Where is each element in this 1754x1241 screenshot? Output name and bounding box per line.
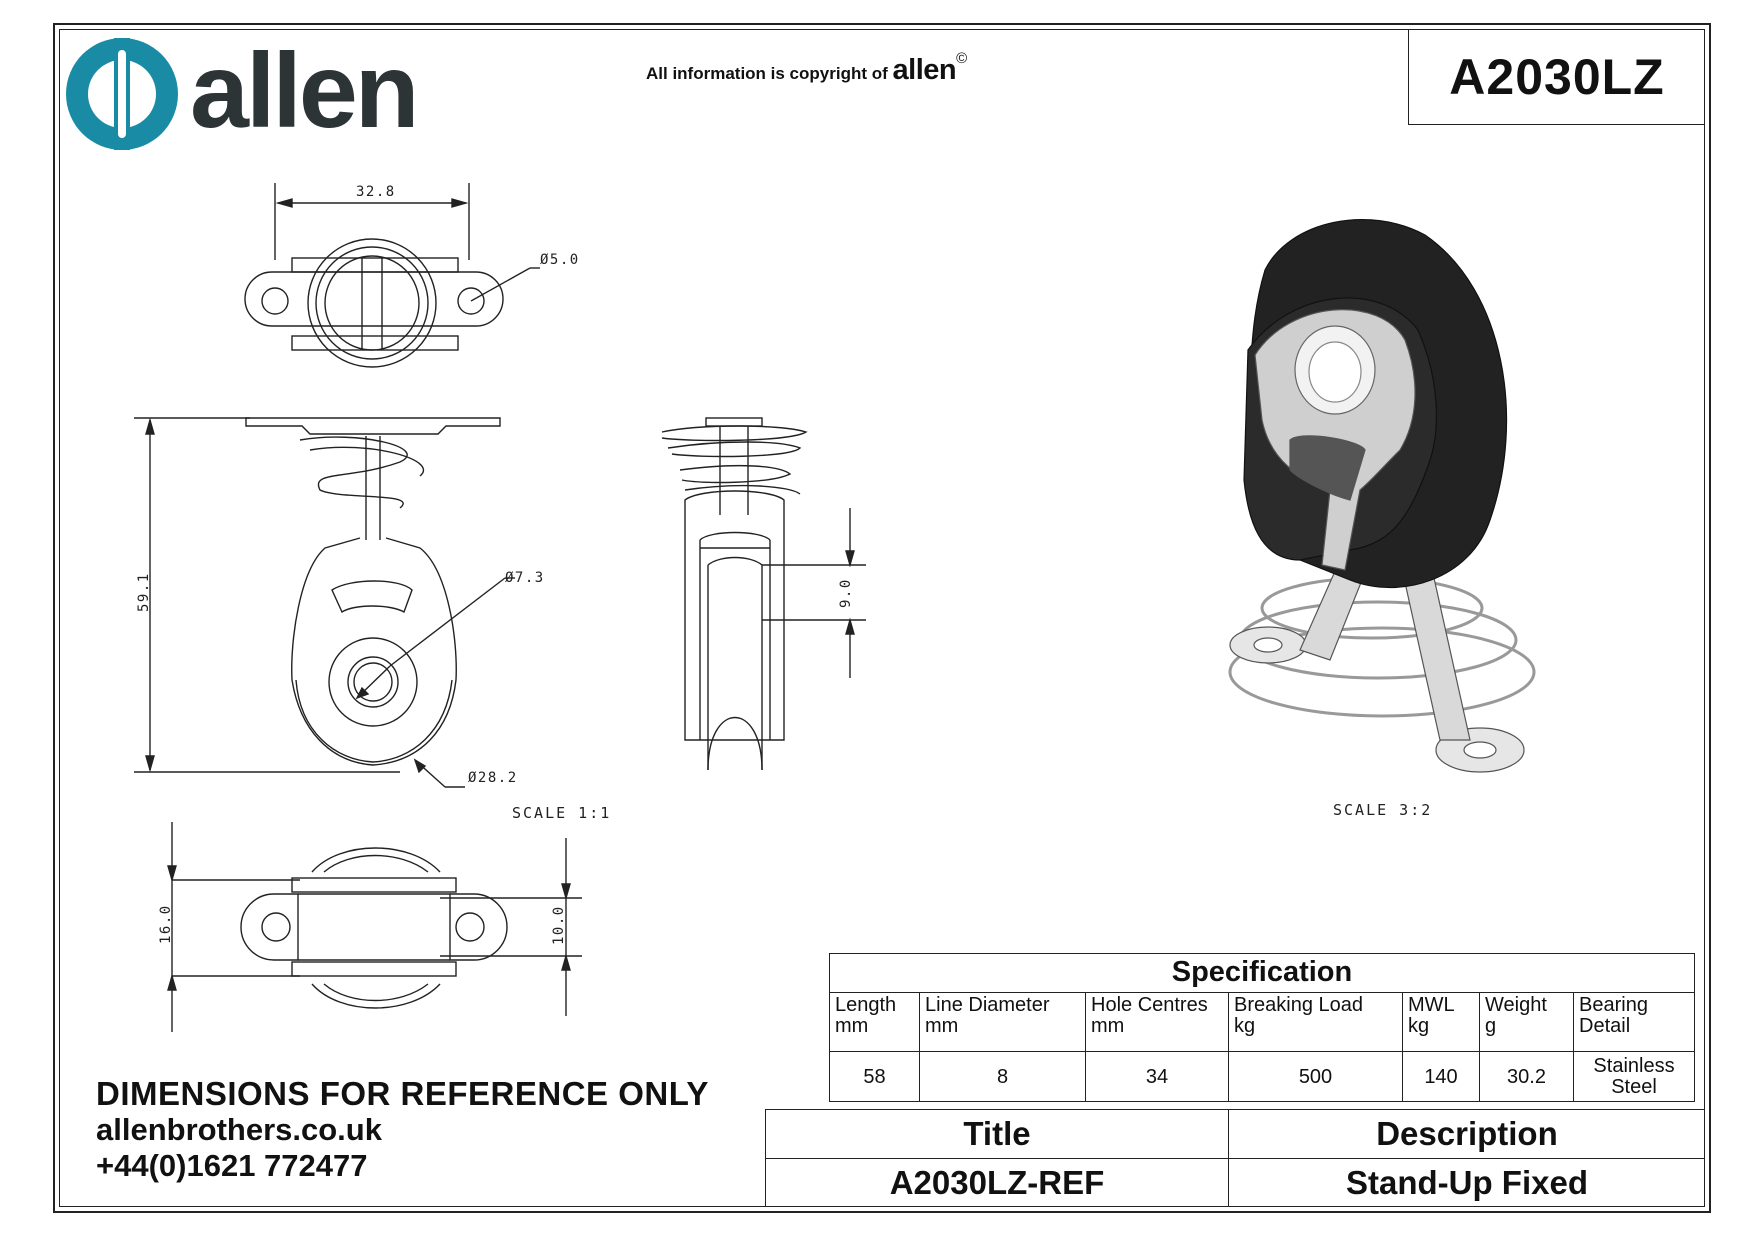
logo-wordmark: allen [190,32,420,150]
footer-notes: DIMENSIONS FOR REFERENCE ONLY allenbroth… [96,1076,709,1184]
copyright-symbol: © [956,50,968,67]
spec-value-line-diameter: 8 [920,1052,1086,1102]
spec-value-bearing-detail: Stainless Steel [1593,1055,1675,1098]
title-block-value-row: A2030LZ-REF Stand-Up Fixed [766,1159,1705,1207]
part-number: A2030LZ [1449,48,1665,105]
website-link[interactable]: allenbrothers.co.uk [96,1112,382,1147]
bottom-view-drawing [167,822,582,1032]
copyright-text: All information is copyright of [646,64,888,83]
dim-sheave-diameter: Ø28.2 [468,770,518,786]
title-block: Title Description A2030LZ-REF Stand-Up F… [765,1109,1705,1207]
allen-logo: allen [64,32,504,154]
description-label: Description [1376,1115,1558,1152]
title-label: Title [766,1110,1229,1158]
dim-bottom-inner: 10.0 [551,905,567,945]
copyright-brand: allen [892,54,957,86]
copyright-notice: All information is copyright of allen© [646,50,967,87]
scale-label-isometric: SCALE 3:2 [1333,801,1433,819]
reference-note: DIMENSIONS FOR REFERENCE ONLY [96,1075,709,1112]
phone-number: +44(0)1621 772477 [96,1148,368,1183]
spec-value-breaking-load: 500 [1229,1052,1403,1102]
allen-logo-mark-icon [66,38,178,150]
spec-value-length: 58 [830,1052,920,1102]
title-block-header-row: Title Description [766,1110,1705,1159]
isometric-render [1228,219,1536,773]
spec-value-row: 58 8 34 500 140 30.2 Stainless Steel [830,1052,1694,1102]
drawing-border-inner [59,29,1705,1207]
drawing-border-outer [53,23,1711,1213]
spec-value-hole-centres: 34 [1086,1052,1229,1102]
dim-side-gap: 9.0 [838,578,854,608]
title-value: A2030LZ-REF [766,1159,1229,1207]
spec-value-mwl: 140 [1403,1052,1480,1102]
dim-width-top: 32.8 [356,184,396,200]
dim-bore-diameter: Ø7.3 [505,570,545,586]
dim-hole-diameter: Ø5.0 [540,252,580,268]
scale-label-front: SCALE 1:1 [512,804,612,822]
top-view-drawing [244,183,540,368]
description-value: Stand-Up Fixed [1345,1164,1588,1201]
dim-height: 59.1 [136,572,152,612]
dim-bottom-outer: 16.0 [158,904,174,944]
spec-value-weight: 30.2 [1480,1052,1574,1102]
side-view-drawing [661,417,866,771]
specification-title: Specification [830,954,1694,993]
part-number-box: A2030LZ [1408,29,1705,125]
front-view-drawing [134,417,515,788]
